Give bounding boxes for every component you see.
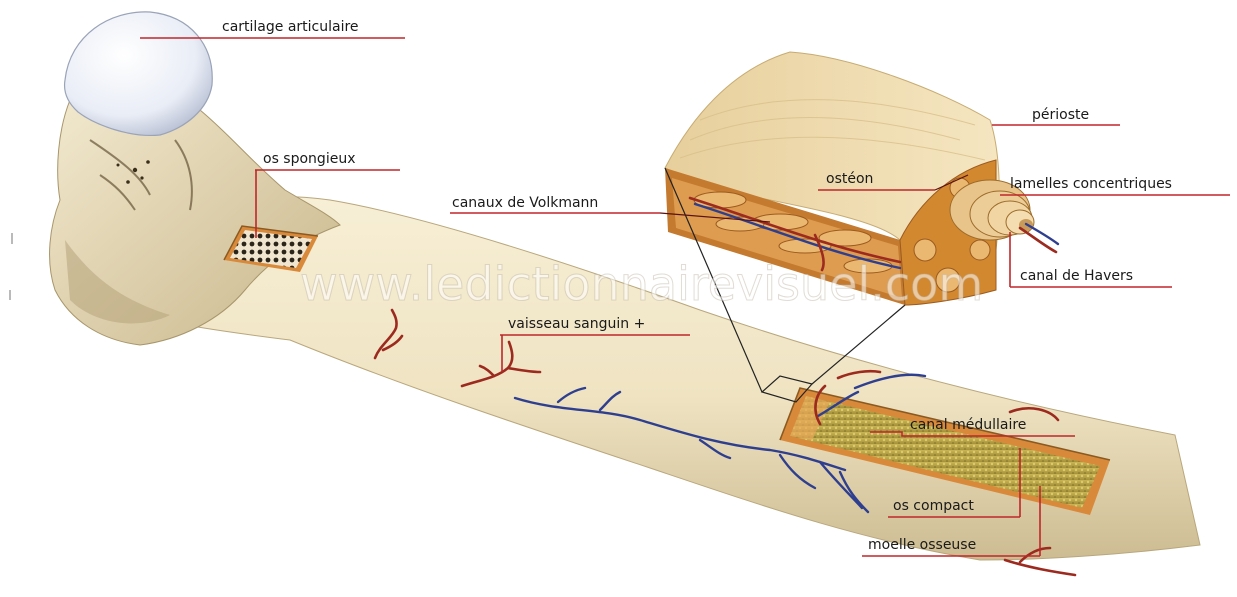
label-spongy-text: os spongieux bbox=[263, 151, 355, 167]
label-volkmann-text: canaux de Volkmann bbox=[452, 195, 598, 211]
label-lamellae: lamelles concentriques bbox=[1000, 176, 1230, 195]
label-periosteum-text: périoste bbox=[1032, 107, 1089, 123]
watermark-text: www.ledictionnairevisuel.com bbox=[300, 257, 983, 311]
label-periosteum: périoste bbox=[992, 107, 1120, 125]
label-cartilage-text: cartilage articulaire bbox=[222, 19, 359, 35]
label-lamellae-text: lamelles concentriques bbox=[1010, 176, 1172, 192]
label-marrow-text: moelle osseuse bbox=[868, 537, 976, 553]
label-compact-text: os compact bbox=[893, 498, 974, 514]
label-havers-text: canal de Havers bbox=[1020, 268, 1133, 284]
articular-cartilage bbox=[65, 12, 213, 136]
label-medullary-text: canal médullaire bbox=[910, 417, 1026, 433]
label-havers: canal de Havers bbox=[1010, 232, 1172, 287]
label-vessel-text: vaisseau sanguin + bbox=[508, 316, 645, 332]
label-osteon-text: ostéon bbox=[826, 171, 873, 187]
